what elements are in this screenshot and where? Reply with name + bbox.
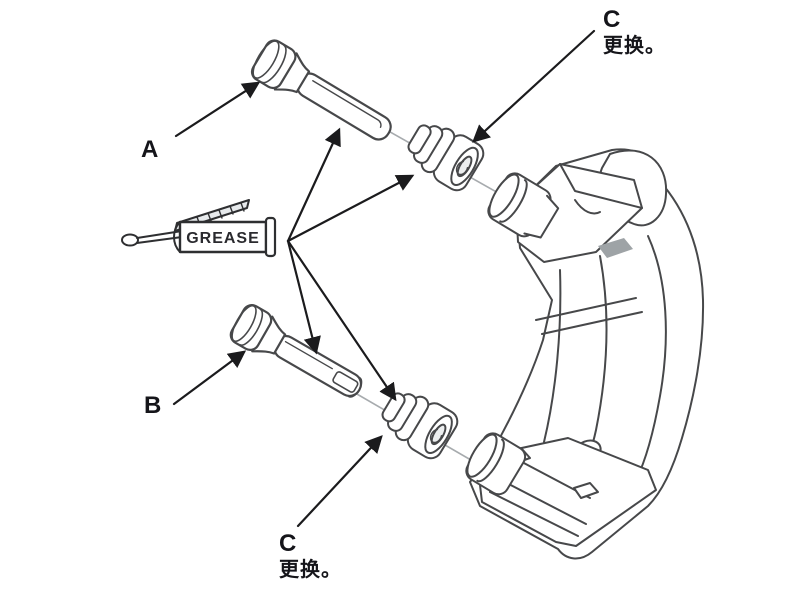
grease-tube-body <box>178 220 268 254</box>
arrow-b <box>172 350 247 406</box>
arrow-a <box>174 81 261 138</box>
bracket-upper-boss <box>487 172 560 239</box>
arrow-c-top <box>472 29 596 143</box>
grease-tube: GREASE <box>121 199 277 258</box>
bracket-pad-rail <box>535 297 643 335</box>
bracket-top-recess <box>574 199 601 215</box>
label-part-a: A <box>141 138 158 162</box>
part-b-letter: B <box>144 392 162 419</box>
guide-pin-b <box>229 304 363 398</box>
caliper-bracket <box>465 148 705 560</box>
part-c-bottom-letter: C <box>279 530 297 557</box>
label-part-c-bottom: C 更换。 <box>279 530 342 581</box>
bracket-top-block <box>515 163 643 263</box>
bracket-arm-line-left <box>543 269 562 443</box>
grease-key-eye <box>121 233 139 247</box>
arrow-grease-to-lower-boot <box>286 239 397 402</box>
grease-tube-nozzle <box>264 216 277 258</box>
arrow-grease-to-pin-a <box>286 127 341 243</box>
bracket-top-fold <box>559 163 643 209</box>
part-c-bottom-note: 更换。 <box>279 559 342 581</box>
bracket-lower-boss <box>465 432 527 496</box>
grease-tube-cap-left <box>173 221 181 253</box>
bracket-arm-line-right <box>635 235 667 481</box>
pin-boot-lower <box>381 392 459 460</box>
part-c-top-note: 更换。 <box>603 35 666 57</box>
label-part-b: B <box>144 394 161 418</box>
bracket-base-tab-2 <box>573 482 599 499</box>
arrow-grease-to-upper-boot <box>286 174 415 243</box>
arrow-grease-to-pin-b <box>286 239 321 355</box>
guide-pin-a <box>250 39 392 141</box>
label-part-c-top: C 更换。 <box>603 6 666 57</box>
callout-arrows <box>172 29 596 528</box>
arrow-c-bottom <box>296 435 383 528</box>
bracket-rail-shadow <box>598 238 633 258</box>
part-a-letter: A <box>141 136 159 163</box>
grease-label: GREASE <box>186 230 260 247</box>
part-c-top-letter: C <box>603 6 621 33</box>
pin-boot-upper <box>407 124 485 192</box>
